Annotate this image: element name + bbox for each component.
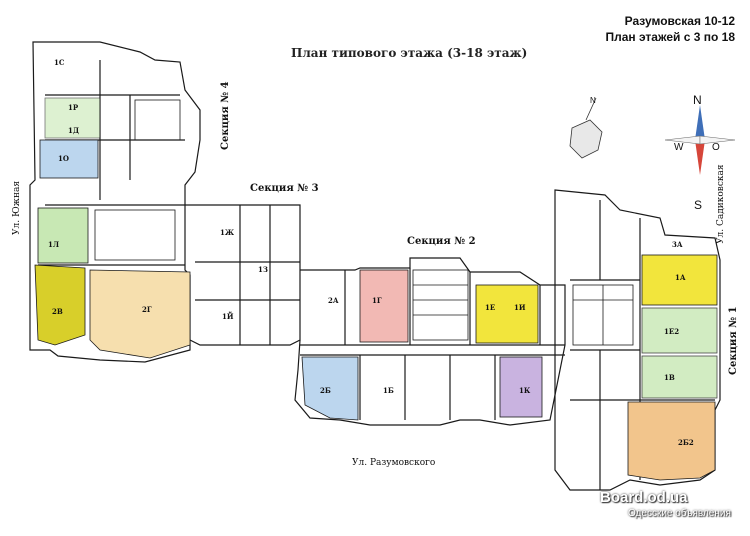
apt-1G-area <box>359 269 409 343</box>
apt-1O-area <box>39 139 99 179</box>
section-2-label: Секция № 2 <box>407 236 476 247</box>
stair-core-s4b <box>94 209 176 261</box>
apt-2G-area <box>89 269 191 359</box>
apt-label-2V: 2В <box>52 307 63 316</box>
apt-label-1L: 1Л <box>48 240 60 249</box>
compass-rose <box>664 105 736 175</box>
apt-label-1K: 1К <box>519 386 531 395</box>
compass-west-label: W <box>674 142 684 153</box>
apt-label-2B: 2Б <box>320 386 331 395</box>
apt-2B-area <box>301 356 359 421</box>
apt-2V-area <box>34 264 86 346</box>
apt-1A-area <box>641 254 718 306</box>
apt-label-3A: 3А <box>672 240 683 249</box>
apt-label-1E: 1Е <box>485 303 496 312</box>
site-mini-map <box>569 97 603 159</box>
stair-core-s4 <box>134 99 181 141</box>
street-yuzhnaya-label: Ул. Южная <box>12 180 22 235</box>
apt-1L-area <box>37 207 89 264</box>
apt-label-1I: 1И <box>514 303 526 312</box>
apt-label-1Zh: 1Ж <box>220 228 235 237</box>
apt-label-1D: 1Д <box>68 126 80 135</box>
street-sadikovskaya-label: Ул. Садиковская <box>716 164 726 244</box>
apt-label-1E2: 1Е2 <box>664 327 680 336</box>
document-title: Разумовская 10-12 <box>624 14 735 28</box>
apt-label-1V: 1В <box>664 373 675 382</box>
plan-title: План типового этажа (3-18 этаж) <box>291 46 528 60</box>
apt-1E2-area <box>641 307 718 354</box>
apt-label-2A: 2А <box>328 296 339 305</box>
apt-1I-area <box>475 284 539 344</box>
apt-label-1G: 1Г <box>372 296 382 305</box>
apt-label-1B: 1Б <box>383 386 394 395</box>
apt-label-1C: 1C <box>54 58 65 67</box>
stair-core-s2 <box>412 269 469 341</box>
apt-1D-area <box>44 97 101 139</box>
section-3-outline <box>185 204 301 346</box>
apt-label-1Y: 1Й <box>222 312 234 321</box>
compass-south-label: S <box>694 198 703 212</box>
apt-label-1Z: 1З <box>258 265 268 274</box>
apt-label-2G: 2Г <box>142 305 152 314</box>
apt-label-1O: 1O <box>58 154 69 163</box>
section-4-outline <box>29 41 201 363</box>
section-3-label: Секция № 3 <box>250 183 319 194</box>
apt-2B2-area <box>627 401 716 481</box>
street-razumovskogo-label: Ул. Разумовского <box>352 458 436 468</box>
section-1-label: Секция № 1 <box>728 306 739 375</box>
watermark-brand: Board.od.ua <box>600 489 688 506</box>
document-subtitle: План этажей с 3 по 18 <box>605 30 735 44</box>
mini-compass-north-label: N <box>590 96 596 105</box>
apt-label-1P: 1P <box>68 103 79 112</box>
section-2-outline <box>294 257 566 426</box>
section-4-label: Секция № 4 <box>220 81 231 150</box>
compass-east-label: O <box>712 142 720 153</box>
apt-label-1A: 1А <box>675 273 686 282</box>
apt-1V-area <box>641 355 718 399</box>
apt-label-2B2: 2Б2 <box>678 438 694 447</box>
compass-north-label: N <box>693 93 702 107</box>
apt-1K-area <box>499 356 543 418</box>
watermark-subtitle: Одесские объявления <box>628 508 731 519</box>
